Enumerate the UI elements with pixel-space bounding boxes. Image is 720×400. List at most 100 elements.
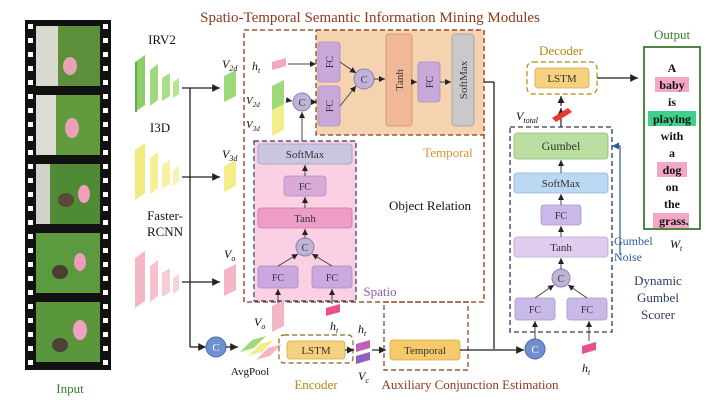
v2d-stack-input <box>272 80 284 112</box>
vo-feature-vector <box>224 264 236 296</box>
svg-text:FC: FC <box>325 56 336 69</box>
encoder-label: Encoder <box>294 377 338 392</box>
ht-spatio-input <box>326 304 340 316</box>
svg-text:FC: FC <box>529 305 542 316</box>
scorer-concat: C <box>551 268 571 288</box>
i3d-label: I3D <box>150 120 170 135</box>
i3d-extractor-icon <box>135 143 179 200</box>
scorer-softmax: SoftMax <box>513 172 609 194</box>
scorer-label-3: Scorer <box>641 307 676 322</box>
output-word: dog <box>663 163 682 177</box>
scorer-label-2: Gumbel <box>637 290 679 305</box>
ht-temporal-input <box>272 58 286 70</box>
avgpool-vector <box>240 336 282 360</box>
output-label: Output <box>654 27 691 42</box>
svg-text:C: C <box>212 342 219 354</box>
vtotal-vector <box>552 108 572 122</box>
scorer-fc-left: FC <box>514 297 556 321</box>
stsim-concat: C <box>292 92 312 112</box>
wt-label: Wt <box>670 237 683 253</box>
output-word: A <box>668 61 677 75</box>
spatio-fc-left: FC <box>257 265 299 289</box>
diagram-title: Spatio-Temporal Semantic Information Min… <box>200 10 540 26</box>
output-word: on <box>666 180 679 194</box>
encoder-concat: C <box>205 336 227 358</box>
svg-text:SoftMax: SoftMax <box>286 149 325 161</box>
svg-text:Gumbel: Gumbel <box>542 139 581 153</box>
frcnn-label-1: Faster- <box>147 208 183 223</box>
output-caption: A baby is playing with a dog on the gras… <box>648 61 696 228</box>
decoder-lstm[interactable]: LSTM <box>534 67 590 89</box>
ht-label-spatio: ht <box>330 319 339 335</box>
encoder-lstm[interactable]: LSTM <box>286 340 346 360</box>
svg-text:Tanh: Tanh <box>294 213 316 225</box>
word-highlight <box>653 213 689 228</box>
temporal-fc-bottom: FC <box>317 85 341 127</box>
spatio-fc-top: FC <box>283 175 327 197</box>
svg-text:C: C <box>531 344 538 356</box>
svg-text:FC: FC <box>555 211 568 222</box>
input-label: Input <box>56 381 84 396</box>
frcnn-label-2: RCNN <box>147 224 184 239</box>
output-word: the <box>664 197 681 211</box>
svg-text:C: C <box>558 274 565 285</box>
irv2-label: IRV2 <box>148 32 176 47</box>
v2d-label: V2d <box>222 57 238 73</box>
v2d-feature-vector <box>224 70 236 102</box>
object-relation-label: Object Relation <box>389 198 471 213</box>
gumbel-noise-label-1: Gumbel <box>614 234 653 248</box>
temporal-softmax: SoftMax <box>451 33 475 127</box>
word-highlight <box>648 111 696 126</box>
gumbel-noise-label-2: Noise <box>614 250 642 264</box>
temporal-tanh: Tanh <box>385 33 413 127</box>
spatio-fc-right: FC <box>311 265 353 289</box>
v3d-label: V3d <box>222 147 238 163</box>
spatio-concat: C <box>295 237 315 257</box>
ht-label-scorer: ht <box>582 361 591 377</box>
output-word: baby <box>659 78 684 92</box>
irv2-extractor-icon <box>135 55 179 112</box>
svg-text:FC: FC <box>272 273 285 284</box>
svg-text:Temporal: Temporal <box>404 345 446 357</box>
scorer-tanh: Tanh <box>513 236 609 258</box>
svg-text:C: C <box>361 75 368 86</box>
frcnn-extractor-icon <box>135 251 179 308</box>
ht-label-temporal: ht <box>252 59 261 75</box>
scorer-gumbel[interactable]: Gumbel <box>513 132 609 160</box>
vo-inner-label: Vo <box>254 315 265 331</box>
svg-text:C: C <box>299 98 306 109</box>
output-word: a <box>669 146 675 160</box>
svg-text:LSTM: LSTM <box>547 73 577 85</box>
scorer-fc-top: FC <box>540 204 582 226</box>
svg-text:SoftMax: SoftMax <box>458 60 470 99</box>
spatio-softmax: SoftMax <box>257 143 353 165</box>
ht-label-encoder: ht <box>358 322 367 338</box>
vc-label: Vc <box>358 369 369 385</box>
vo-label: Vo <box>224 247 235 263</box>
svg-text:SoftMax: SoftMax <box>542 178 581 190</box>
aux-border <box>383 301 469 371</box>
svg-text:FC: FC <box>299 182 312 193</box>
word-highlight <box>657 162 687 177</box>
decoder-border <box>526 61 598 95</box>
vc-output <box>356 352 370 364</box>
temporal-concat: C <box>353 68 375 90</box>
encoder-ht-output <box>356 340 370 352</box>
decoder-label: Decoder <box>539 43 584 58</box>
aux-temporal[interactable]: Temporal <box>389 339 461 361</box>
v2d-inner-label: V2d <box>246 95 260 109</box>
svg-text:LSTM: LSTM <box>301 345 331 357</box>
scorer-fc-right: FC <box>566 297 608 321</box>
spatio-tanh: Tanh <box>257 207 353 229</box>
vo-spatio-input <box>272 300 284 332</box>
spatio-label: Spatio <box>363 284 396 299</box>
avgpool-label: AvgPool <box>231 366 269 378</box>
temporal-label: Temporal <box>423 145 473 160</box>
ht-scorer-input <box>582 342 596 354</box>
svg-text:FC: FC <box>325 100 336 113</box>
output-word: is <box>668 95 676 109</box>
temporal-fc-mid: FC <box>417 61 441 103</box>
v3d-feature-vector <box>224 160 236 192</box>
aux-label: Auxiliary Conjunction Estimation <box>382 377 559 392</box>
